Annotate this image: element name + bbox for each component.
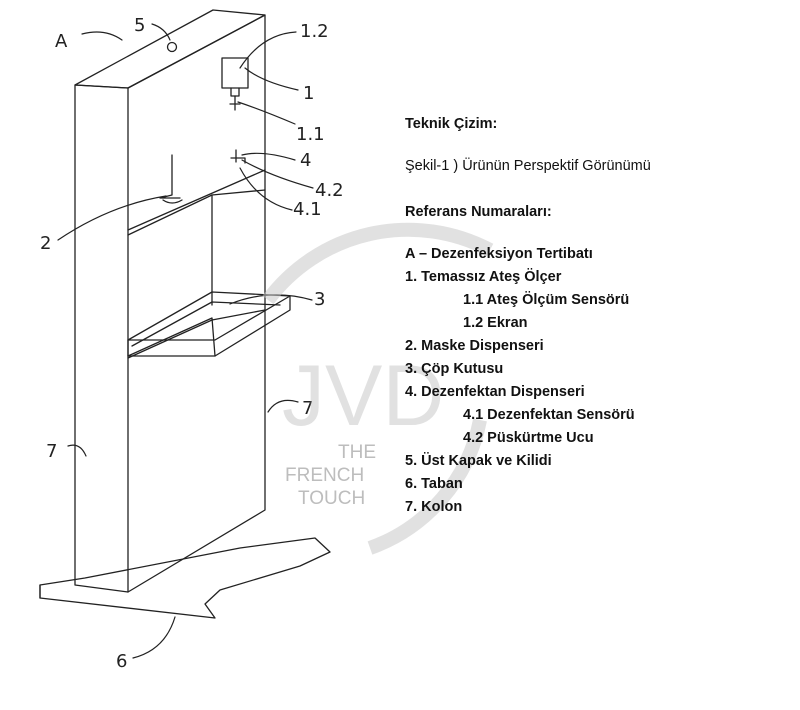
upper-shelf-line — [127, 189, 266, 236]
callout-4: 4 — [300, 150, 311, 171]
legend-item: 3. Çöp Kutusu — [405, 361, 504, 377]
recess-panel — [127, 169, 266, 231]
references-title: Referans Numaraları: — [405, 204, 552, 220]
callout-2: 2 — [40, 233, 51, 254]
legend-item: A – Dezenfeksiyon Tertibatı — [405, 246, 593, 262]
watermark-letters: JVD — [282, 348, 444, 444]
lower-panel-edge — [127, 309, 266, 359]
callout-4-1: 4.1 — [293, 199, 322, 220]
callout-4-2: 4.2 — [315, 180, 344, 201]
legend-item: 7. Kolon — [405, 499, 463, 515]
callout-6: 6 — [116, 651, 127, 672]
base-plate — [39, 537, 331, 619]
legend-item: 1.2 Ekran — [463, 315, 528, 331]
legend-item: 1. Temassız Ateş Ölçer — [405, 269, 562, 285]
figure-caption: Şekil-1 ) Ürünün Perspektif Görünümü — [405, 158, 651, 174]
drawing-title: Teknik Çizim: — [405, 116, 498, 132]
callout-7-left: 7 — [46, 441, 57, 462]
lock-icon — [166, 41, 178, 53]
legend-item: 4.2 Püskürtme Ucu — [463, 430, 594, 446]
callout-3: 3 — [314, 289, 325, 310]
callout-1: 1 — [303, 83, 314, 104]
callout-5: 5 — [134, 15, 145, 36]
legend-item: 2. Maske Dispenseri — [405, 338, 544, 354]
legend-item: 4.1 Dezenfektan Sensörü — [463, 407, 635, 423]
legend-item: 5. Üst Kapak ve Kilidi — [405, 453, 552, 469]
watermark-line3: TOUCH — [298, 488, 365, 509]
callout-A: A — [55, 31, 68, 52]
callout-1-2: 1.2 — [300, 21, 329, 42]
thermometer-screen — [221, 57, 249, 89]
watermark-line2: FRENCH — [285, 465, 364, 486]
thermometer-sensor — [229, 95, 241, 111]
legend-item: 6. Taban — [405, 476, 463, 492]
callout-7-right: 7 — [302, 398, 313, 419]
legend-item: 4. Dezenfektan Dispenseri — [405, 384, 585, 400]
watermark-line1: THE — [338, 442, 376, 463]
callout-1-1: 1.1 — [296, 124, 325, 145]
legend-item: 1.1 Ateş Ölçüm Sensörü — [463, 292, 630, 308]
